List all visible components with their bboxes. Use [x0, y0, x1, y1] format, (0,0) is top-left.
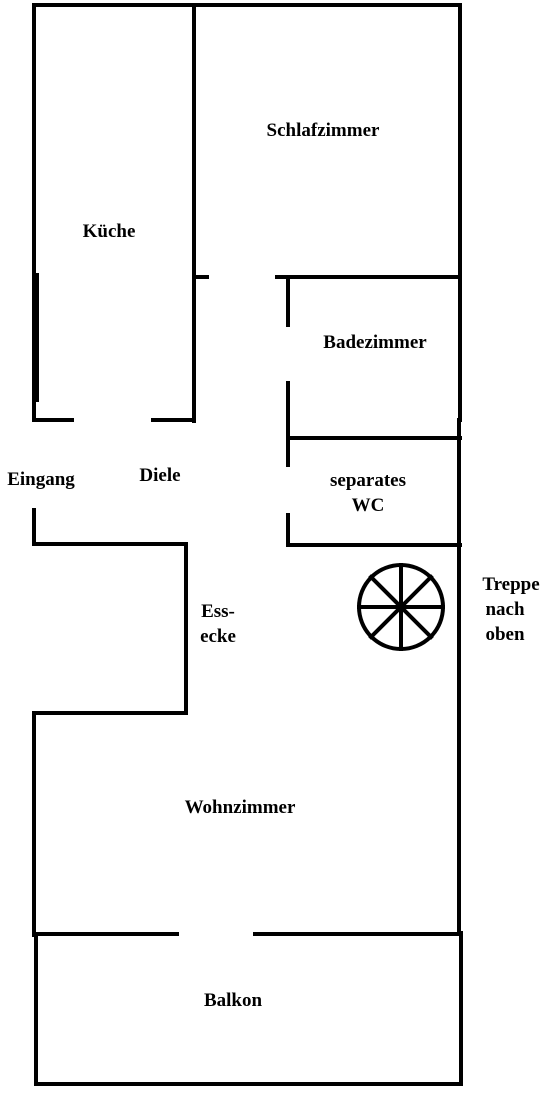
label-badezimmer: Badezimmer — [323, 332, 427, 353]
label-treppe: Treppe — [482, 574, 539, 595]
label-diele: Diele — [139, 465, 180, 486]
label-nach: nach — [485, 599, 525, 620]
label-oben: oben — [485, 624, 525, 645]
label-ess: Ess- — [201, 601, 235, 622]
room-labels: Küche Schlafzimmer Badezimmer separates … — [7, 120, 539, 1011]
label-eingang: Eingang — [7, 469, 75, 490]
label-kueche: Küche — [83, 221, 136, 242]
label-separates: separates — [330, 470, 406, 491]
spiral-staircase-icon — [357, 563, 445, 651]
label-schlafzimmer: Schlafzimmer — [267, 120, 380, 141]
label-wohnzimmer: Wohnzimmer — [185, 797, 296, 818]
label-wc: WC — [352, 495, 385, 516]
walls — [32, 3, 463, 1086]
label-balkon: Balkon — [204, 990, 263, 1011]
label-ecke: ecke — [200, 626, 236, 647]
staircase-step — [368, 574, 434, 640]
